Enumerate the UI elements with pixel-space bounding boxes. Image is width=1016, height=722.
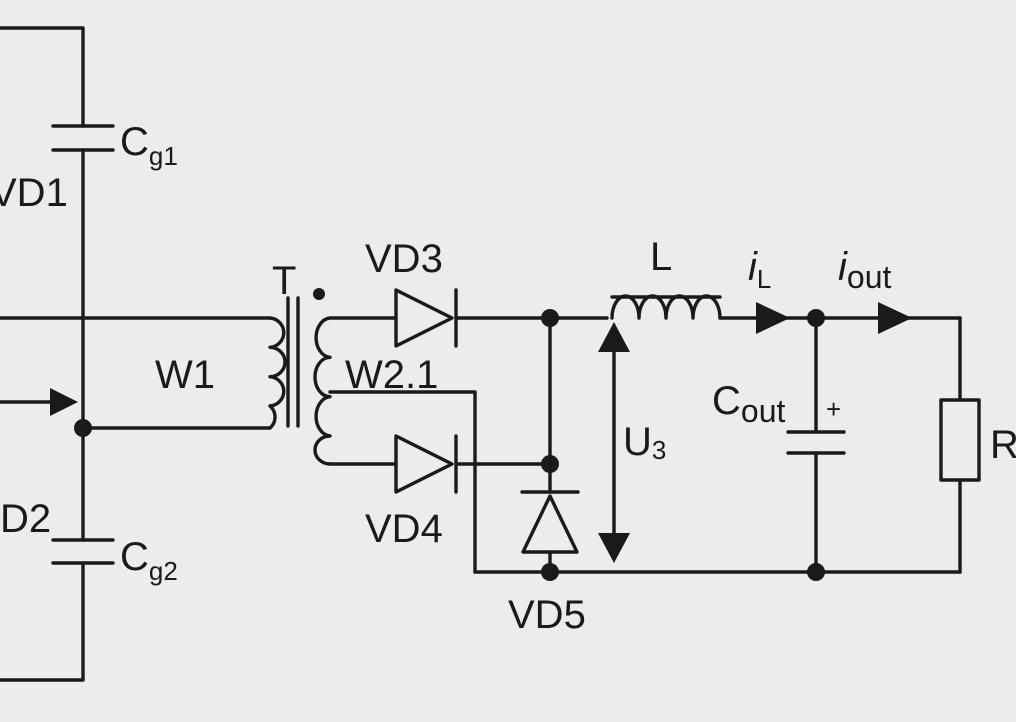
resistor-r-label: R	[990, 423, 1016, 467]
inductor-l	[610, 294, 722, 320]
transformer-core	[286, 296, 300, 428]
transformer-t-label: T	[272, 259, 296, 303]
voltage-u3-arrow	[598, 322, 630, 563]
current-il-arrow	[756, 302, 790, 334]
il-label: iL	[748, 245, 771, 294]
input-arrow	[0, 388, 78, 416]
capacitor-cg2	[51, 538, 115, 565]
w1-label: W1	[155, 353, 215, 397]
transformer-secondary	[313, 316, 332, 466]
transformer-dot	[313, 288, 325, 300]
junction-vd3-node	[541, 309, 559, 327]
cout-label: Cout	[712, 379, 785, 429]
diode-vd5	[520, 490, 580, 554]
vd3-label: VD3	[365, 237, 443, 281]
transformer-primary-w1	[268, 316, 287, 430]
w21-label: W2.1	[345, 353, 438, 397]
junction-vd4-node	[541, 455, 559, 473]
diode-vd4	[394, 434, 458, 494]
cg1-label: Cg1	[120, 120, 178, 171]
inductor-l-label: L	[650, 235, 672, 279]
capacitor-cg1	[51, 124, 115, 152]
vd1-label: VD1	[0, 171, 68, 215]
cg2-label: Cg2	[120, 535, 178, 586]
resistor-r	[939, 398, 981, 482]
wire-center-tap	[328, 390, 477, 574]
diode-vd3	[394, 288, 458, 348]
junction-node	[74, 419, 92, 437]
capacitor-cout	[786, 430, 846, 455]
vd5-label: VD5	[508, 593, 586, 637]
vd2-label: D2	[0, 497, 51, 541]
iout-label: iout	[838, 245, 891, 295]
cout-polarity-plus: +	[826, 394, 841, 424]
current-iout-arrow	[878, 302, 912, 334]
left-rail	[0, 26, 85, 682]
u3-label: U3	[623, 420, 666, 465]
vd4-label: VD4	[365, 507, 443, 551]
